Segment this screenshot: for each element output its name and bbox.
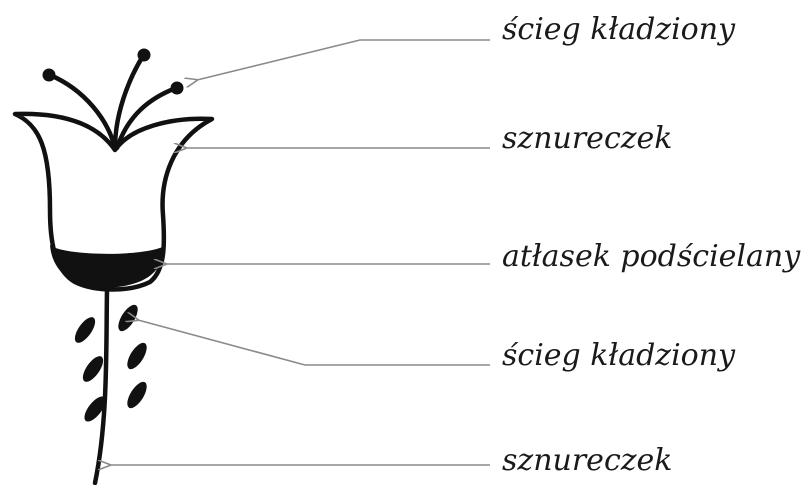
- leaf: [127, 381, 147, 409]
- leader-line-1: [197, 39, 490, 80]
- flower-illustration: [12, 48, 215, 485]
- leaf: [84, 396, 106, 422]
- label-scieg-kladziony-bottom: ścieg kładziony: [502, 338, 736, 373]
- leaf: [127, 342, 147, 370]
- stamen-middle: [112, 53, 146, 151]
- stamen-left: [47, 72, 118, 151]
- stamen-tip-left: [42, 68, 56, 82]
- leader-lines: [110, 39, 490, 465]
- stamen-tip-right: [170, 81, 184, 95]
- bloom-outline: [12, 111, 215, 292]
- label-sznureczek-bottom: sznureczek: [502, 443, 672, 478]
- stem: [92, 287, 110, 485]
- leaf: [118, 304, 138, 332]
- labels: ścieg kładziony sznureczek atłasek podśc…: [502, 12, 801, 478]
- stamen-tip-middle: [137, 48, 151, 62]
- stamen-right: [114, 85, 179, 151]
- label-scieg-kladziony-top: ścieg kładziony: [502, 12, 736, 47]
- leader-line-4: [138, 320, 490, 366]
- label-sznureczek-top: sznureczek: [502, 121, 672, 156]
- stamens: [42, 48, 184, 151]
- leaf: [74, 317, 96, 343]
- leaf: [82, 356, 104, 382]
- label-atlasek-podscielany: atłasek podścielany: [502, 239, 801, 274]
- satin-stitch-base: [50, 245, 165, 288]
- leaves: [74, 304, 147, 422]
